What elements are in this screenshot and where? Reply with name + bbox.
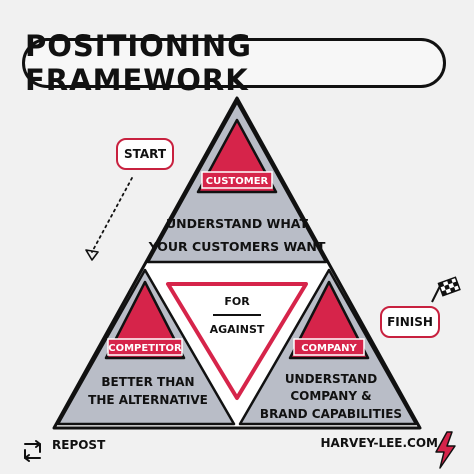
- against-label: AGAINST: [210, 323, 265, 336]
- customer-text-line1: UNDERSTAND WHAT: [166, 216, 309, 231]
- repost-area[interactable]: REPOST: [52, 438, 105, 452]
- page-title: POSITIONING FRAMEWORK: [25, 29, 252, 97]
- company-label: COMPANY: [301, 343, 357, 354]
- start-label: START: [123, 147, 167, 161]
- company-text-line1: UNDERSTAND: [285, 372, 377, 386]
- repost-label[interactable]: REPOST: [52, 438, 106, 452]
- lightning-bolt-icon: [435, 431, 456, 469]
- site-area: HARVEY-LEE.COM: [320, 436, 438, 450]
- for-label: FOR: [224, 295, 250, 308]
- competitor-text-line1: BETTER THAN: [101, 375, 194, 389]
- start-dotted-arrow: [91, 177, 133, 253]
- customer-label: CUSTOMER: [206, 176, 269, 187]
- title-banner: POSITIONING FRAMEWORK: [22, 29, 446, 97]
- competitor-label-strip: [107, 338, 183, 356]
- repost-icon: [24, 440, 41, 462]
- competitor-label: COMPETITOR: [108, 343, 182, 354]
- checkered-flag-icon: [431, 276, 461, 303]
- start-callout: START: [116, 138, 174, 170]
- arrow-head: [85, 249, 99, 261]
- center-inverted-triangle: [166, 282, 308, 400]
- company-text-line3: BRAND CAPABILITIES: [260, 407, 402, 421]
- customer-text-line2: YOUR CUSTOMERS WANT: [148, 239, 326, 254]
- finish-callout: FINISH: [380, 306, 440, 338]
- company-label-strip: [293, 338, 365, 356]
- customer-label-strip: [201, 171, 273, 189]
- competitor-text-line2: THE ALTERNATIVE: [88, 393, 208, 407]
- finish-label: FINISH: [387, 315, 433, 329]
- site-label: HARVEY-LEE.COM: [320, 436, 438, 450]
- company-text-line2: COMPANY &: [290, 389, 371, 403]
